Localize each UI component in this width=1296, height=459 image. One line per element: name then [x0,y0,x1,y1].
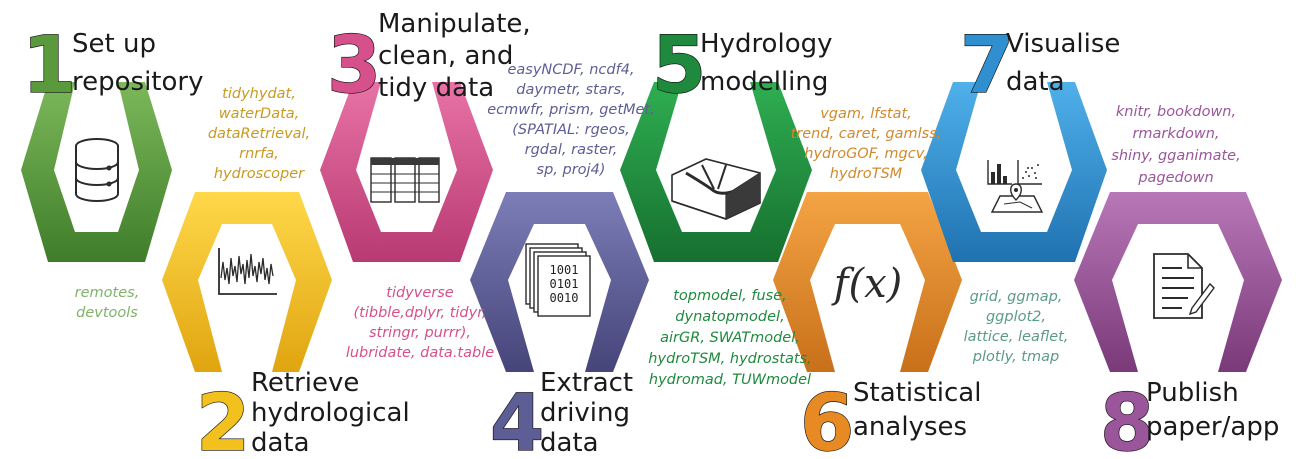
hex-step-7 [921,82,1107,262]
svg-text:vgam, lfstat,: vgam, lfstat, [820,106,912,122]
hex-step-2 [162,192,332,372]
svg-text:hydrological: hydrological [251,398,410,428]
svg-text:(tibble,dplyr, tidyr,: (tibble,dplyr, tidyr, [354,305,487,321]
binary-data-icon: 1001 0101 0010 [525,243,591,317]
svg-text:airGR, SWATmodel,: airGR, SWATmodel, [660,330,800,346]
svg-text:waterData,: waterData, [219,106,300,122]
step-8-packages: knitr, bookdown, rmarkdown, shiny, ggani… [1111,104,1240,186]
hex-step-3 [320,82,493,262]
svg-text:data: data [1006,67,1065,97]
step-2-number: 2 [196,379,250,459]
svg-text:Manipulate,: Manipulate, [378,9,531,39]
svg-text:rgdal, raster,: rgdal, raster, [525,142,618,158]
svg-text:grid, ggmap,: grid, ggmap, [970,289,1063,305]
svg-text:ecmwfr, prism, getMet,: ecmwfr, prism, getMet, [487,102,654,118]
svg-text:stringr, purrr),: stringr, purrr), [369,325,471,341]
svg-text:Retrieve: Retrieve [251,368,359,398]
step-1-packages: remotes, devtools [75,285,140,321]
svg-text:pagedown: pagedown [1137,170,1213,186]
svg-text:hydroGOF, mgcv,: hydroGOF, mgcv, [804,146,927,162]
svg-text:Visualise: Visualise [1006,29,1120,59]
svg-text:devtools: devtools [76,305,138,321]
svg-text:knitr, bookdown,: knitr, bookdown, [1116,104,1236,120]
step-1-number: 1 [22,21,76,111]
step-2-title: Retrieve hydrological data [251,368,410,458]
step-3-packages: tidyverse (tibble,dplyr, tidyr, stringr,… [346,285,494,361]
svg-text:remotes,: remotes, [75,285,140,301]
svg-text:tidyverse: tidyverse [386,285,454,301]
svg-text:trend, caret, gamlss,: trend, caret, gamlss, [791,126,942,142]
svg-text:paper/app: paper/app [1146,412,1279,442]
document-icon [1153,253,1215,319]
svg-text:hydromad, TUWmodel: hydromad, TUWmodel [649,372,811,388]
svg-text:lubridate, data.table: lubridate, data.table [346,345,494,361]
step-4-number: 4 [490,379,544,459]
svg-text:Set up: Set up [72,29,156,59]
step-6-number: 6 [800,379,854,459]
svg-text:(SPATIAL: rgeos,: (SPATIAL: rgeos, [512,122,630,138]
step-7-title: Visualise data [1006,29,1120,97]
svg-text:Hydrology: Hydrology [700,29,833,59]
svg-text:repository: repository [72,67,203,97]
table-icon [370,157,440,203]
step-7-number: 7 [960,21,1014,111]
binary-row-1: 1001 [550,263,579,277]
svg-text:tidyhydat,: tidyhydat, [222,86,296,102]
svg-text:sp, proj4): sp, proj4) [537,162,606,178]
svg-text:dataRetrieval,: dataRetrieval, [208,126,310,142]
svg-text:tidy data: tidy data [378,73,494,103]
step-8-title: Publish paper/app [1146,378,1279,442]
time-series-chart-icon [218,248,277,295]
hex-step-4 [470,192,649,372]
svg-text:plotly, tmap: plotly, tmap [972,349,1059,365]
svg-text:shiny, gganimate,: shiny, gganimate, [1111,148,1240,164]
svg-text:Publish: Publish [1146,378,1239,408]
svg-text:driving: driving [540,398,630,428]
step-5-packages: topmodel, fuse, dynatopmodel, airGR, SWA… [648,288,811,388]
step-6-title: Statistical analyses [853,378,981,442]
hex-step-8 [1074,192,1282,372]
step-2-packages: tidyhydat, waterData, dataRetrieval, rnr… [208,86,310,182]
step-1-title: Set up repository [72,29,203,97]
hex-step-6 [773,192,962,372]
step-3-number: 3 [327,21,381,111]
hex-step-5 [620,82,812,262]
svg-text:Statistical: Statistical [853,378,981,408]
svg-text:analyses: analyses [853,412,967,442]
step-6-packages: vgam, lfstat, trend, caret, gamlss, hydr… [791,106,942,182]
svg-text:clean, and: clean, and [378,41,513,71]
visualisation-icon [987,160,1044,213]
binary-row-2: 0101 [550,277,579,291]
function-icon: f(x) [831,261,903,307]
svg-text:dynatopmodel,: dynatopmodel, [675,309,784,325]
svg-text:hydroTSM: hydroTSM [830,166,903,182]
step-7-packages: grid, ggmap, ggplot2, lattice, leaflet, … [964,289,1069,365]
function-symbol: f(x) [831,261,903,307]
svg-text:data: data [251,428,310,458]
step-5-number: 5 [652,21,706,111]
step-4-packages: easyNCDF, ncdf4, daymetr, stars, ecmwfr,… [487,62,654,178]
hex-step-1 [21,82,172,262]
svg-text:rnrfa,: rnrfa, [239,146,279,162]
svg-text:data: data [540,428,599,458]
svg-text:daymetr, stars,: daymetr, stars, [516,82,626,98]
database-icon [75,138,119,202]
catchment-terrain-icon [671,158,761,220]
step-5-title: Hydrology modelling [700,29,833,97]
svg-text:lattice, leaflet,: lattice, leaflet, [964,329,1069,345]
binary-row-3: 0010 [550,291,579,305]
svg-text:modelling: modelling [700,67,828,97]
step-4-title: Extract driving data [540,368,633,458]
svg-text:easyNCDF, ncdf4,: easyNCDF, ncdf4, [507,62,634,78]
step-8-number: 8 [1100,379,1154,459]
svg-text:hydroscoper: hydroscoper [214,166,305,182]
step-3-title: Manipulate, clean, and tidy data [378,9,531,103]
svg-text:Extract: Extract [540,368,633,398]
svg-text:ggplot2,: ggplot2, [986,309,1046,325]
svg-text:hydroTSM, hydrostats,: hydroTSM, hydrostats, [648,351,811,367]
svg-text:rmarkdown,: rmarkdown, [1132,126,1219,142]
svg-text:topmodel, fuse,: topmodel, fuse, [673,288,787,304]
